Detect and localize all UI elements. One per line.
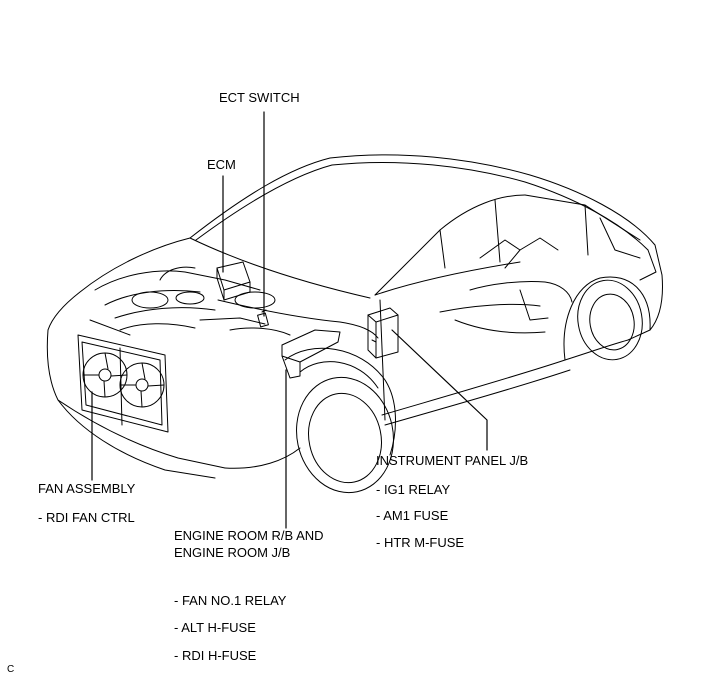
cabin-windows	[374, 194, 641, 334]
instrument-panel-jb-graphic	[367, 307, 399, 359]
leader-lines	[91, 111, 488, 529]
fan-assembly-item: - RDI FAN CTRL	[38, 510, 135, 525]
ect-switch-graphic	[257, 309, 269, 328]
fan-assembly-graphic	[77, 334, 169, 433]
engine-room-label-line2: ENGINE ROOM J/B	[174, 545, 291, 560]
engine-room-item-fan-relay: - FAN NO.1 RELAY	[174, 593, 287, 608]
engine-room-item-rdi-fuse: - RDI H-FUSE	[174, 648, 257, 663]
engine-room-rb-graphic	[281, 329, 341, 379]
ecm-label: ECM	[207, 157, 236, 172]
engine-room-label-line1: ENGINE ROOM R/B AND	[174, 528, 324, 543]
figure-id: C	[7, 664, 15, 675]
rear-wheel	[577, 279, 643, 361]
engine-room-item-alt-fuse: - ALT H-FUSE	[174, 620, 256, 635]
instrument-panel-item-htr-fuse: - HTR M-FUSE	[376, 535, 465, 550]
instrument-panel-item-ig1-relay: - IG1 RELAY	[376, 482, 451, 497]
leader-instrument-panel	[391, 329, 488, 451]
instrument-panel-label: INSTRUMENT PANEL J/B	[376, 453, 529, 468]
instrument-panel-item-am1-fuse: - AM1 FUSE	[376, 508, 449, 523]
fan-assembly-label: FAN ASSEMBLY	[38, 481, 136, 496]
front-wheel	[284, 347, 396, 494]
car-body-outline	[46, 154, 663, 479]
ect-switch-label: ECT SWITCH	[219, 90, 300, 105]
engine-bay	[89, 266, 291, 336]
ecm-graphic	[216, 261, 251, 301]
